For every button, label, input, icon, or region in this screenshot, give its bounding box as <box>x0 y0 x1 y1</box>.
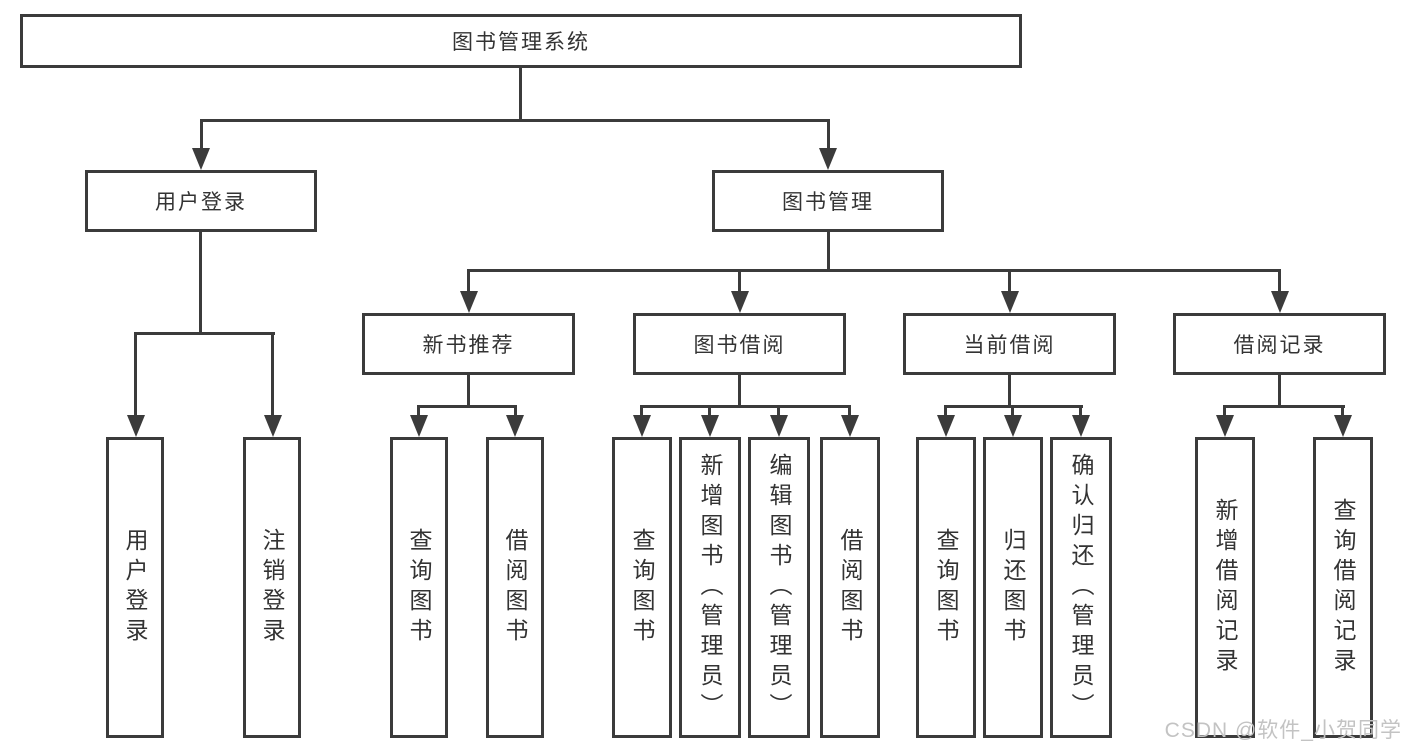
leaf-user-login-label: 用户登录 <box>122 527 148 648</box>
leaf-newrec-borrow-books: 借阅图书 <box>486 437 544 738</box>
leaf-user-login: 用户登录 <box>106 437 164 738</box>
arrow-down-icon <box>1072 415 1090 437</box>
connector-bookmgmt-vertical <box>827 232 830 272</box>
node-book-borrowing: 图书借阅 <box>633 313 846 375</box>
connector-bookmgmt-horizontal <box>467 269 1280 272</box>
arrow-down-icon <box>731 291 749 313</box>
connector-newbook-horizontal <box>417 405 517 408</box>
connector-bookborrow-horizontal <box>640 405 851 408</box>
connector-stem <box>1011 405 1014 419</box>
arrow-down-icon <box>633 415 651 437</box>
leaf-current-return-books-label: 归还图书 <box>1000 527 1026 648</box>
connector-stem <box>514 405 517 419</box>
arrow-down-icon <box>841 415 859 437</box>
connector-newbook-vertical <box>467 375 470 408</box>
leaf-borrow-edit-books-admin: 编辑图书（管理员） <box>748 437 810 738</box>
connector-stem <box>1008 269 1011 295</box>
leaf-newrec-query-books: 查询图书 <box>390 437 448 738</box>
node-user-login-label: 用户登录 <box>155 191 247 214</box>
node-user-login: 用户登录 <box>85 170 317 232</box>
leaf-current-query-books-label: 查询图书 <box>933 527 959 648</box>
leaf-records-add-record: 新增借阅记录 <box>1195 437 1255 738</box>
leaf-records-query-record: 查询借阅记录 <box>1313 437 1373 738</box>
leaf-borrow-query-books-label: 查询图书 <box>629 527 655 648</box>
connector-stem <box>708 405 711 419</box>
connector-stem <box>134 332 137 417</box>
arrow-down-icon <box>410 415 428 437</box>
leaf-logout: 注销登录 <box>243 437 301 738</box>
arrow-down-icon <box>1216 415 1234 437</box>
connector-stem <box>200 119 203 152</box>
leaf-borrow-add-books-admin: 新增图书（管理员） <box>679 437 741 738</box>
connector-stem <box>738 269 741 295</box>
node-root-label: 图书管理系统 <box>452 31 590 54</box>
node-book-management: 图书管理 <box>712 170 944 232</box>
connector-stem <box>1341 405 1344 419</box>
connector-stem <box>467 269 470 295</box>
node-book-borrowing-label: 图书借阅 <box>693 334 786 357</box>
node-current-borrowing: 当前借阅 <box>903 313 1116 375</box>
node-new-book-recommend: 新书推荐 <box>362 313 575 375</box>
connector-records-vertical <box>1278 375 1281 408</box>
leaf-newrec-query-books-label: 查询图书 <box>406 527 432 648</box>
connector-userlogin-horizontal <box>134 332 275 335</box>
connector-stem <box>777 405 780 419</box>
leaf-borrow-borrow-books-label: 借阅图书 <box>837 527 863 648</box>
connector-stem <box>944 405 947 419</box>
connector-root-vertical <box>519 68 522 121</box>
connector-bookborrow-vertical <box>738 375 741 408</box>
leaf-records-query-record-label: 查询借阅记录 <box>1330 497 1356 678</box>
arrow-down-icon <box>1334 415 1352 437</box>
leaf-current-confirm-return-admin-label: 确认归还（管理员） <box>1068 452 1094 723</box>
connector-records-horizontal <box>1223 405 1345 408</box>
node-current-borrowing-label: 当前借阅 <box>963 334 1056 357</box>
arrow-down-icon <box>701 415 719 437</box>
connector-stem <box>417 405 420 419</box>
arrow-down-icon <box>192 148 210 170</box>
node-new-book-recommend-label: 新书推荐 <box>422 334 515 357</box>
arrow-down-icon <box>1004 415 1022 437</box>
leaf-borrow-add-books-admin-label: 新增图书（管理员） <box>697 452 723 723</box>
arrow-down-icon <box>1001 291 1019 313</box>
arrow-down-icon <box>1271 291 1289 313</box>
node-book-management-label: 图书管理 <box>782 191 874 214</box>
leaf-borrow-borrow-books: 借阅图书 <box>820 437 880 738</box>
arrow-down-icon <box>460 291 478 313</box>
node-borrowing-records-label: 借阅记录 <box>1233 334 1326 357</box>
watermark: CSDN @软件_小贺同学 <box>1164 719 1402 742</box>
arrow-down-icon <box>819 148 837 170</box>
node-root: 图书管理系统 <box>20 14 1022 68</box>
arrow-down-icon <box>127 415 145 437</box>
connector-root-horizontal <box>200 119 830 122</box>
leaf-logout-label: 注销登录 <box>259 527 285 648</box>
leaf-current-return-books: 归还图书 <box>983 437 1043 738</box>
connector-stem <box>827 119 830 152</box>
arrow-down-icon <box>770 415 788 437</box>
connector-stem <box>1278 269 1281 295</box>
leaf-records-add-record-label: 新增借阅记录 <box>1212 497 1238 678</box>
connector-stem <box>1223 405 1226 419</box>
connector-stem <box>848 405 851 419</box>
arrow-down-icon <box>506 415 524 437</box>
leaf-current-query-books: 查询图书 <box>916 437 976 738</box>
leaf-borrow-edit-books-admin-label: 编辑图书（管理员） <box>766 452 792 723</box>
connector-userlogin-vertical <box>199 232 202 335</box>
connector-stem <box>1079 405 1082 419</box>
leaf-current-confirm-return-admin: 确认归还（管理员） <box>1050 437 1112 738</box>
connector-currentborrow-vertical <box>1008 375 1011 408</box>
leaf-borrow-query-books: 查询图书 <box>612 437 672 738</box>
arrow-down-icon <box>937 415 955 437</box>
arrow-down-icon <box>264 415 282 437</box>
connector-stem <box>640 405 643 419</box>
node-borrowing-records: 借阅记录 <box>1173 313 1386 375</box>
leaf-newrec-borrow-books-label: 借阅图书 <box>502 527 528 648</box>
connector-stem <box>271 332 274 417</box>
